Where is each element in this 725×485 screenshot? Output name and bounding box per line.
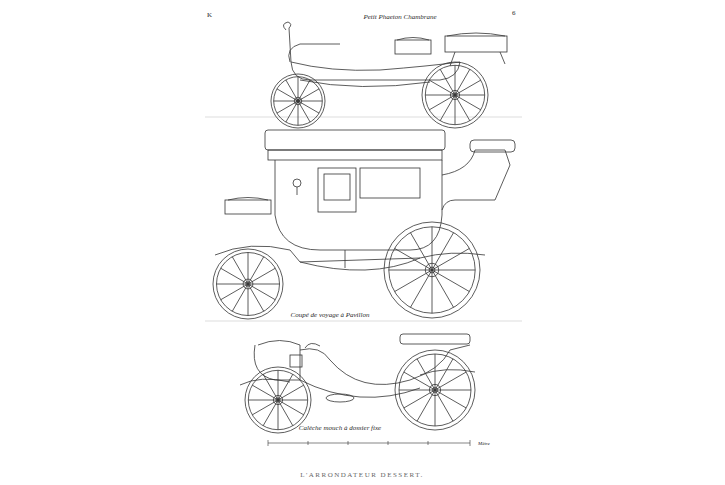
- plate-letter: K: [207, 12, 212, 19]
- phaeton-drawing: [271, 22, 507, 128]
- caleche-drawing: [240, 334, 475, 433]
- carriage-caption: Coupé de voyage à Pavillon: [291, 312, 370, 319]
- carriage-caption: Petit Phaeton Chambrane: [363, 14, 436, 21]
- coupe-drawing: [213, 130, 515, 319]
- scale-bar: [268, 440, 470, 446]
- carriage-caption: Calèche mouch à dossier fixe: [299, 425, 381, 432]
- plate-footer: L'ARRONDATEUR DESSERT.: [300, 472, 424, 479]
- plate-number: 6: [512, 10, 516, 17]
- scale-unit: Mètre: [478, 441, 490, 446]
